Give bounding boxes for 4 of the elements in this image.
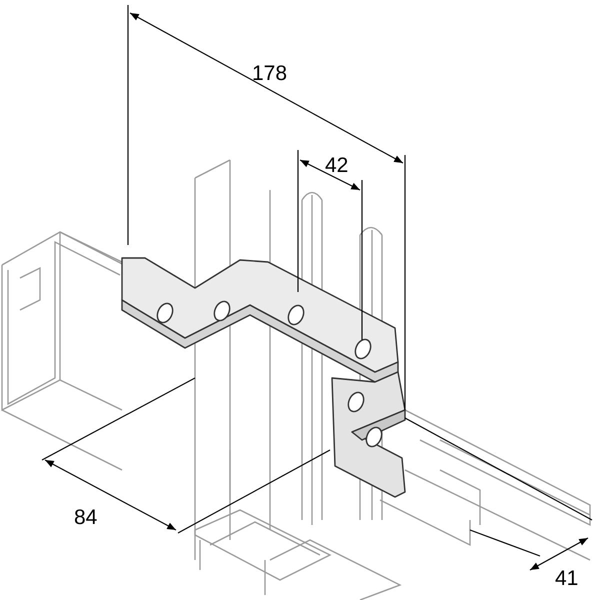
dimension-value: 42 xyxy=(325,155,348,176)
dimension-value: 178 xyxy=(252,63,288,84)
dimension-value: 41 xyxy=(555,568,578,589)
dimension-value: 84 xyxy=(74,507,98,528)
